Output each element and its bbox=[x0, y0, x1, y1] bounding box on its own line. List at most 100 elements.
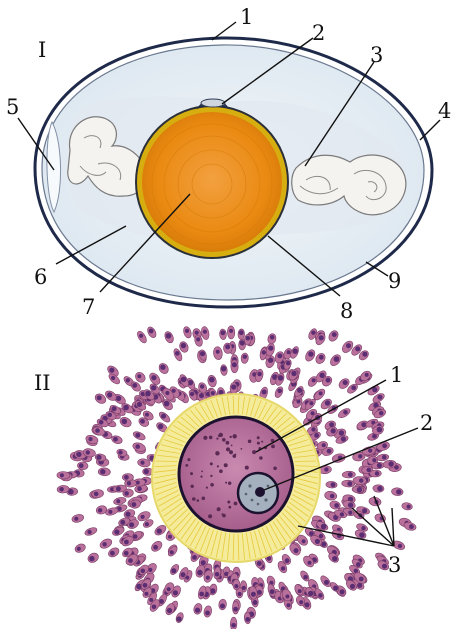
follicle-cell-nucleus bbox=[293, 349, 298, 354]
cytoplasm-granule bbox=[217, 465, 219, 467]
cytoplasm-granule bbox=[210, 483, 214, 487]
cytoplasm-granule bbox=[210, 475, 212, 477]
cytoplasm-granule bbox=[228, 482, 231, 485]
follicle-cell-nucleus bbox=[153, 545, 158, 550]
follicle-cell-nucleus bbox=[377, 395, 382, 400]
follicle-cell-nucleus bbox=[199, 393, 204, 398]
follicle-cell-nucleus bbox=[287, 350, 291, 354]
cytoplasm-granule bbox=[259, 456, 263, 460]
follicle-cell-nucleus bbox=[281, 566, 285, 570]
cytoplasm-granule bbox=[241, 448, 243, 450]
follicle-cell-nucleus bbox=[270, 589, 275, 594]
follicle-cell-nucleus bbox=[253, 600, 258, 605]
label-I-6: 6 bbox=[34, 265, 47, 289]
follicle-cell-nucleus bbox=[312, 378, 316, 382]
follicle-cell-nucleus bbox=[216, 350, 220, 354]
follicle-cell-nucleus bbox=[120, 520, 125, 525]
follicle-cell-nucleus bbox=[141, 569, 146, 574]
follicle-cell-nucleus bbox=[382, 564, 387, 569]
cytoplasm-granule bbox=[222, 514, 226, 518]
follicle-cell-nucleus bbox=[151, 375, 156, 380]
cytoplasm-granule bbox=[222, 438, 226, 442]
follicle-cell-nucleus bbox=[356, 562, 361, 567]
follicle-cell-nucleus bbox=[321, 524, 327, 530]
follicle-cell-nucleus bbox=[197, 570, 203, 576]
follicle-cell-nucleus bbox=[137, 487, 142, 492]
follicle-cell-nucleus bbox=[298, 589, 302, 593]
follicle-cell-nucleus bbox=[141, 515, 145, 519]
follicle-cell-nucleus bbox=[200, 351, 205, 356]
follicle-cell-nucleus bbox=[339, 430, 344, 435]
follicle-cell-nucleus bbox=[286, 361, 291, 366]
cytoplasm-granule bbox=[230, 436, 232, 438]
cytoplasm-granule bbox=[217, 507, 221, 511]
follicle-cell-nucleus bbox=[324, 467, 328, 471]
follicle-cell-nucleus bbox=[221, 330, 226, 335]
follicle-cell-nucleus bbox=[110, 551, 115, 556]
follicle-cell-nucleus bbox=[311, 427, 315, 431]
follicle-cell-nucleus bbox=[238, 592, 242, 596]
follicle-cell-nucleus bbox=[322, 443, 326, 447]
cytoplasm-granule bbox=[261, 441, 263, 443]
cytoplasm-granule bbox=[271, 445, 275, 449]
label-I-4: 4 bbox=[438, 99, 451, 123]
follicle-cell-nucleus bbox=[245, 617, 250, 622]
follicle-cell-nucleus bbox=[111, 376, 115, 380]
follicle-cell-nucleus bbox=[319, 391, 323, 395]
cytoplasm-granule bbox=[197, 499, 200, 502]
follicle-cell-nucleus bbox=[348, 472, 353, 477]
follicle-cell-nucleus bbox=[98, 508, 102, 512]
follicle-cell-nucleus bbox=[382, 455, 387, 460]
follicle-cell-nucleus bbox=[145, 391, 151, 397]
follicle-cell-nucleus bbox=[229, 329, 233, 333]
follicle-cell-nucleus bbox=[334, 503, 339, 508]
follicle-cell-nucleus bbox=[126, 378, 130, 382]
cytoplasm-granule bbox=[209, 436, 213, 440]
follicle-cell-nucleus bbox=[116, 396, 121, 401]
follicle-cell-nucleus bbox=[190, 392, 194, 396]
follicle-cell-nucleus bbox=[152, 605, 157, 610]
cytoplasm-granule bbox=[201, 471, 203, 473]
label-II-1: 1 bbox=[390, 363, 403, 387]
follicle-cell-nucleus bbox=[151, 385, 156, 390]
follicle-cell-nucleus bbox=[359, 478, 363, 482]
follicle-cell-nucleus bbox=[351, 385, 356, 390]
follicle-cell-nucleus bbox=[355, 346, 360, 351]
follicle-cell-nucleus bbox=[379, 411, 384, 416]
follicle-cell-nucleus bbox=[291, 371, 296, 376]
follicle-cell-nucleus bbox=[270, 335, 275, 340]
cytoplasm-granule bbox=[273, 467, 277, 471]
follicle-cell-nucleus bbox=[215, 572, 220, 577]
follicle-cell-nucleus bbox=[407, 505, 411, 509]
follicle-cell-nucleus bbox=[340, 512, 344, 516]
follicle-cell-nucleus bbox=[315, 539, 320, 544]
follicle-cell-nucleus bbox=[409, 524, 414, 529]
follicle-cell-nucleus bbox=[173, 590, 178, 595]
follicle-cell-nucleus bbox=[333, 586, 338, 591]
follicle-cell-nucleus bbox=[234, 584, 238, 588]
follicle-cell-nucleus bbox=[167, 608, 172, 613]
follicle-cell-nucleus bbox=[362, 508, 367, 513]
follicle-cell-nucleus bbox=[124, 491, 129, 496]
follicle-cell-nucleus bbox=[324, 580, 329, 585]
follicle-cell-nucleus bbox=[343, 380, 348, 385]
cytoplasm-granule bbox=[233, 454, 237, 458]
follicle-cell-nucleus bbox=[231, 384, 236, 389]
follicle-cell-nucleus bbox=[177, 616, 182, 621]
follicle-cell-nucleus bbox=[319, 355, 324, 360]
follicle-cell-nucleus bbox=[277, 353, 282, 358]
follicle-cell-nucleus bbox=[109, 368, 114, 373]
follicle-cell-nucleus bbox=[76, 452, 81, 457]
follicle-cell-nucleus bbox=[361, 526, 365, 530]
follicle-cell-nucleus bbox=[87, 530, 91, 534]
follicle-cell-nucleus bbox=[257, 590, 262, 595]
follicle-cell-nucleus bbox=[268, 346, 273, 351]
cytoplasm-granule bbox=[218, 435, 220, 437]
follicle-cell-nucleus bbox=[340, 589, 345, 594]
follicle-cell-nucleus bbox=[60, 473, 64, 477]
follicle-cell-nucleus bbox=[299, 600, 303, 604]
follicle-cell-nucleus bbox=[132, 383, 137, 388]
follicle-cell-nucleus bbox=[170, 550, 174, 554]
follicle-cell-nucleus bbox=[200, 384, 204, 388]
follicle-cell-nucleus bbox=[89, 556, 94, 561]
